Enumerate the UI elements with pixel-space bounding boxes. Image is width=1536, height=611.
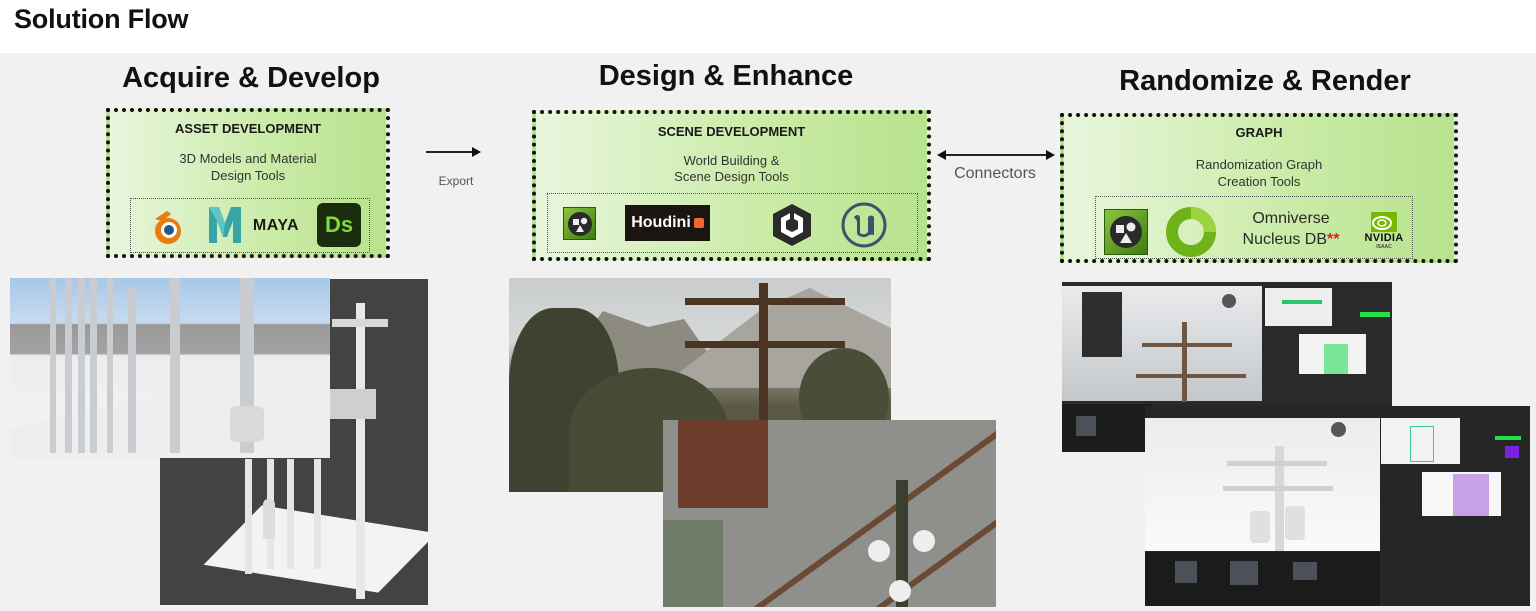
segmentation-shape [1324, 344, 1348, 374]
pole-shape [170, 278, 180, 453]
properties-panel [1082, 292, 1122, 357]
annotation-bbox [1410, 426, 1434, 462]
nucleus-line1: Omniverse [1252, 210, 1330, 227]
pole-shape [896, 480, 908, 607]
transformer-shape [330, 389, 376, 419]
insulator-shape [889, 580, 911, 602]
graph-node [1175, 561, 1197, 583]
annotation-preview [1265, 288, 1332, 326]
pole-shape [1182, 322, 1187, 402]
nucleus-db-label: Omniverse Nucleus DB** [1236, 203, 1346, 255]
houdini-wordmark: Houdini [631, 214, 691, 231]
transformer-shape [230, 406, 264, 442]
omniverse-replicator-logo-icon [1104, 209, 1148, 255]
stage-title-randomize-render: Randomize & Render [1119, 65, 1411, 97]
insulator-shape [913, 530, 935, 552]
crossarm-shape [685, 341, 845, 348]
stage-title-design-enhance: Design & Enhance [598, 60, 854, 92]
crossarm-shape [1227, 461, 1327, 466]
asset-development-box: ASSET DEVELOPMENT 3D Models and Material… [106, 108, 390, 258]
scene-development-box: SCENE DEVELOPMENT World Building & Scene… [532, 110, 931, 261]
box-description-line2: Scene Design Tools [674, 169, 789, 184]
unreal-engine-logo-icon [840, 201, 888, 249]
box-heading: ASSET DEVELOPMENT [175, 121, 321, 136]
crossarm-shape [1142, 343, 1232, 347]
blender-logo-icon [141, 205, 185, 247]
wooden-pole [759, 283, 768, 433]
stage-title-acquire-develop: Acquire & Develop [122, 62, 380, 94]
asset-render-sky-image [10, 278, 330, 458]
omniverse-create-logo-icon [563, 207, 596, 240]
pole-shape [287, 459, 294, 569]
box-description-line1: 3D Models and Material [179, 151, 317, 166]
connectors-label: Connectors [954, 165, 1036, 182]
pole-shape [1275, 446, 1284, 551]
maya-logo-icon [207, 204, 243, 246]
box-description-line1: World Building & [683, 153, 780, 168]
nvidia-wordmark: NVIDIA [1364, 232, 1404, 244]
unity-logo-icon [771, 202, 813, 248]
insulator-shape [868, 540, 890, 562]
segmentation-shape [1505, 446, 1519, 458]
close-icon[interactable] [1331, 422, 1346, 437]
scene-render-aerial-image [663, 420, 996, 607]
graph-node [1076, 416, 1096, 436]
graph-editor-screenshot-2 [1145, 406, 1530, 606]
box-description-line2: Design Tools [210, 168, 286, 183]
connectors-arrow [944, 154, 1048, 156]
graph-node [1293, 562, 1317, 580]
substance-designer-logo-icon: Ds [317, 203, 361, 247]
box-heading: SCENE DEVELOPMENT [657, 124, 806, 139]
maya-wordmark: MAYA [252, 217, 300, 234]
pole-shape [90, 278, 97, 453]
houdini-logo-icon: Houdini [625, 205, 710, 241]
gravel-shape [663, 520, 723, 607]
segmentation-shape [1495, 436, 1521, 440]
pole-shape [245, 459, 252, 574]
box-description-line1: Randomization Graph [1195, 157, 1323, 172]
logo-strip: Omniverse Nucleus DB** NVIDIA ISAAC [1095, 196, 1413, 259]
export-label: Export [438, 174, 474, 188]
graph-box: GRAPH Randomization Graph Creation Tools [1060, 113, 1458, 263]
transformer-shape [1285, 506, 1305, 540]
close-icon[interactable] [1222, 294, 1236, 308]
houdini-swirl-icon [693, 218, 704, 228]
transformer-shape [1250, 511, 1270, 543]
box-heading: GRAPH [1235, 125, 1283, 140]
nvidia-isaac-logo-icon: NVIDIA ISAAC [1358, 205, 1410, 257]
pole-shape [78, 278, 85, 453]
solution-flow-panel: Acquire & Develop ASSET DEVELOPMENT 3D M… [0, 53, 1536, 611]
page-title: Solution Flow [14, 4, 189, 34]
connectors-arrow-right-head-icon [1046, 150, 1055, 160]
footnote-asterisks: ** [1327, 231, 1340, 248]
segmentation-shape [1360, 312, 1390, 317]
human-figure [263, 499, 275, 539]
crossarm-shape [332, 319, 388, 327]
logo-strip: Houdini [547, 193, 918, 253]
export-arrow-head-icon [472, 147, 481, 157]
crossarm-shape [1223, 486, 1333, 491]
pole-shape [65, 278, 72, 453]
annotation-preview [1381, 418, 1460, 464]
box-description-line2: Creation Tools [1217, 174, 1301, 189]
pole-shape [314, 459, 321, 569]
pole-shape [107, 278, 113, 453]
crossarm-shape [1136, 374, 1246, 378]
nucleus-line2: Nucleus DB** [1242, 231, 1340, 248]
omniverse-logo-icon [1166, 207, 1216, 257]
pole-shape [128, 288, 136, 453]
isaac-wordmark: ISAAC [1376, 244, 1392, 250]
pole-shape [50, 278, 56, 453]
segmentation-shape [1453, 474, 1489, 516]
pole-shape [356, 303, 365, 599]
logo-strip: MAYA Ds [130, 198, 370, 253]
connectors-arrow-left-head-icon [937, 150, 946, 160]
export-arrow [426, 151, 474, 153]
crossarm-shape [685, 298, 845, 305]
building-shape [678, 420, 768, 508]
graph-node [1230, 561, 1258, 585]
annotation-bbox [1282, 300, 1322, 304]
